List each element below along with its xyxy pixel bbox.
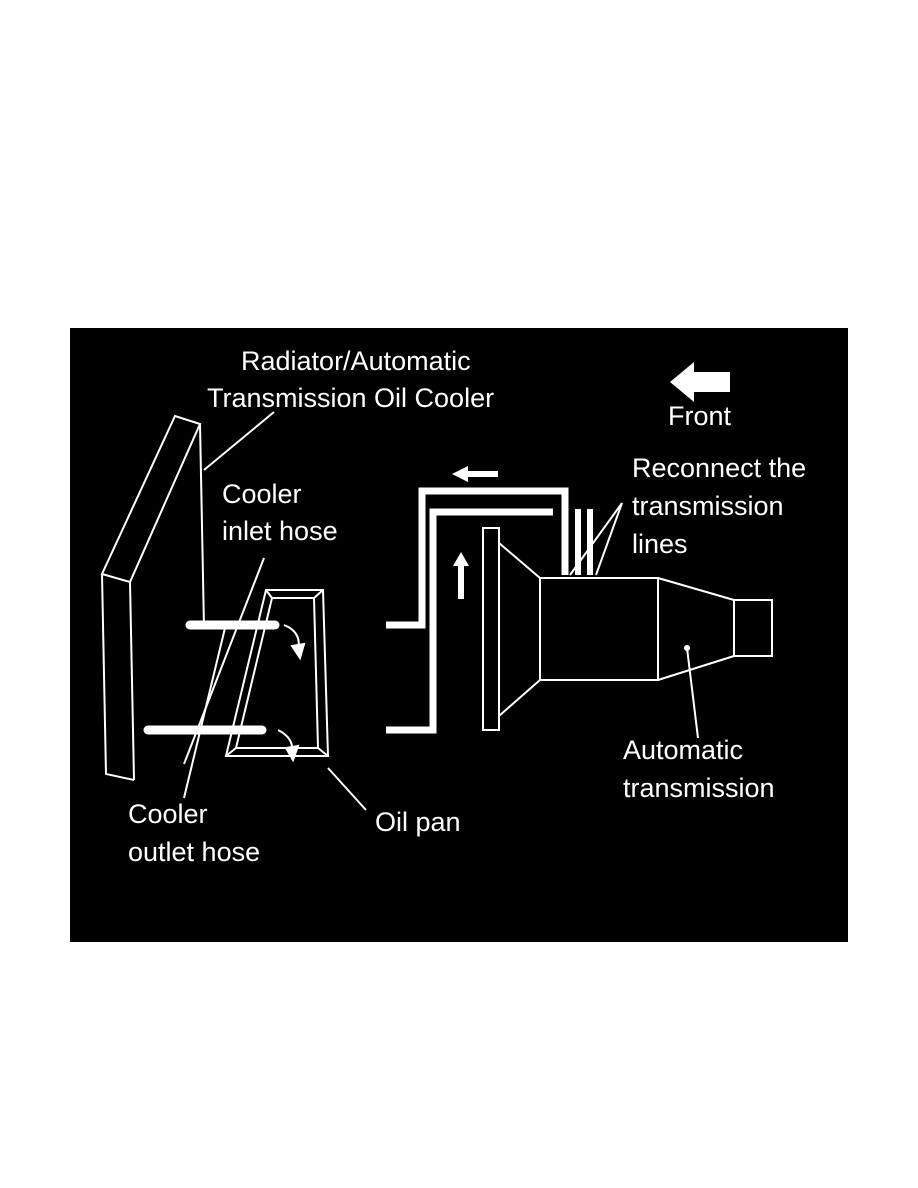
cooler-title-line-1: Radiator/Automatic: [241, 346, 471, 376]
transmission-leader-line: [686, 647, 699, 739]
reconnect-leader-line-1: [569, 502, 623, 576]
inlet-hose-label-line-1: Cooler: [222, 479, 302, 509]
radiator-leader-line: [203, 411, 275, 471]
oil-pan: [224, 589, 330, 757]
reconnect-label-line-3: lines: [632, 529, 688, 559]
front-arrow-icon: [670, 362, 730, 402]
diagram-panel: Radiator/Automatic Transmission Oil Cool…: [70, 328, 848, 942]
transmission-lines: [386, 487, 593, 734]
reconnect-label-line-2: transmission: [632, 491, 784, 521]
curved-arrow-down-icon: [277, 624, 306, 763]
automatic-transmission-label-line-1: Automatic: [623, 735, 743, 765]
oil-pan-label: Oil pan: [375, 807, 461, 837]
arrow-left-icon: [452, 466, 498, 482]
cooler-title-line-2: Transmission Oil Cooler: [207, 383, 494, 413]
arrow-up-icon: [453, 552, 469, 599]
inlet-hose-label-line-2: inlet hose: [222, 516, 338, 546]
reconnect-label-line-1: Reconnect the: [632, 453, 806, 483]
automatic-transmission-label-line-2: transmission: [623, 773, 775, 803]
transmission-cooler-diagram: Radiator/Automatic Transmission Oil Cool…: [100, 346, 806, 867]
front-label: Front: [668, 401, 732, 431]
reconnect-leader-line-2: [595, 502, 623, 576]
outlet-hose-label-line-1: Cooler: [128, 799, 208, 829]
outlet-hose-leader-line: [183, 627, 226, 799]
radiator: [100, 414, 205, 781]
outlet-hose-label-line-2: outlet hose: [128, 837, 260, 867]
automatic-transmission: [482, 527, 773, 731]
inlet-hose-leader-line: [183, 557, 265, 765]
oil-pan-leader-line: [327, 767, 367, 811]
